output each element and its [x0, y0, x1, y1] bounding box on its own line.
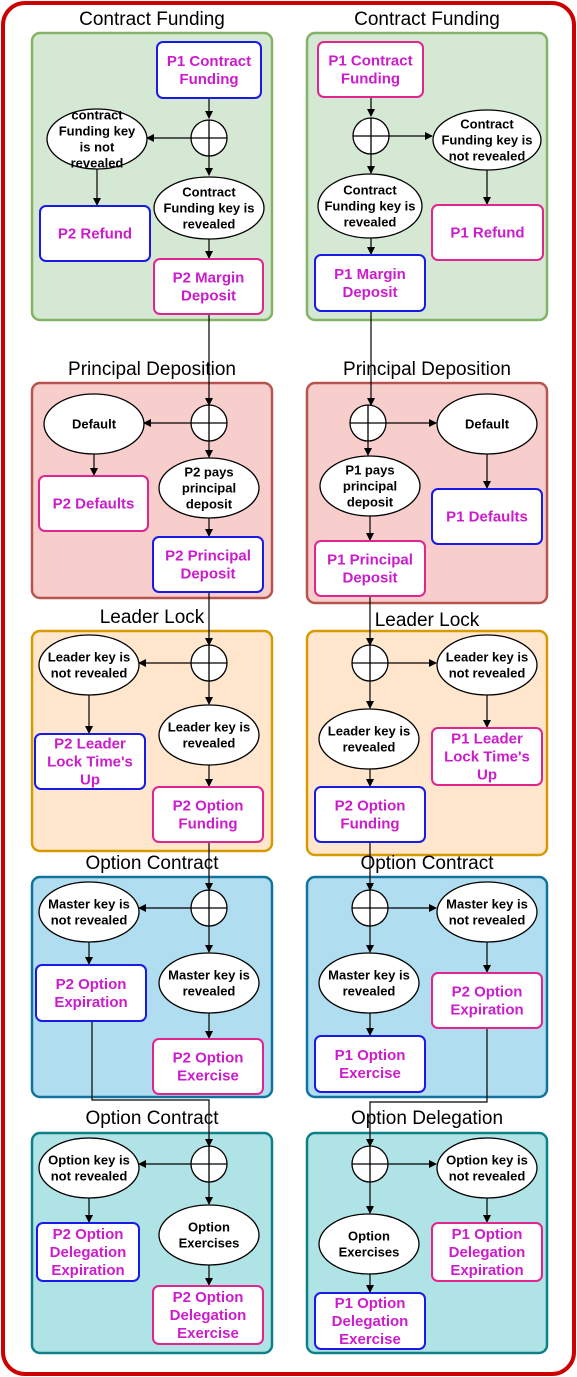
right-option-not-revealed-node — [436, 881, 538, 943]
left-leader-timeup-box — [34, 733, 146, 790]
left-delegation-exercises-node — [158, 1204, 260, 1266]
left-option-expiration-box — [35, 964, 147, 1022]
right-option-revealed-node — [318, 952, 420, 1014]
right-principal-deposit-box — [314, 540, 426, 597]
left-funding-revealed-node — [153, 176, 265, 240]
left-principal-default-node-label: Default — [72, 416, 117, 431]
left-funding-deposit-box — [153, 258, 264, 315]
right-funding-deposit-box — [314, 254, 426, 312]
left-funding-panel-title: Contract Funding — [79, 9, 225, 30]
left-leader-panel-title: Leader Lock — [100, 607, 205, 628]
left-delegation-panel-title: Option Contract — [85, 1108, 219, 1129]
left-principal-defaults-box — [38, 475, 149, 532]
left-principal-default-node — [43, 393, 145, 455]
left-option-revealed-node — [158, 952, 260, 1014]
right-principal-default-node-label: Default — [465, 416, 510, 431]
right-delegation-edge-in — [366, 1028, 488, 1147]
right-delegation-exercise-box — [314, 1292, 426, 1350]
left-option-exercise-box — [152, 1038, 264, 1095]
right-option-expiration-box — [431, 972, 543, 1029]
left-principal-defaults-box-label: P2 Defaults — [53, 495, 135, 512]
left-funding-start-box — [156, 41, 262, 99]
left-leader-revealed-node — [158, 704, 260, 766]
right-funding-refund-box-label: P1 Refund — [450, 224, 524, 241]
right-funding-not-revealed-node — [432, 109, 542, 171]
right-funding-refund-box — [431, 204, 544, 261]
left-delegation-exercise-box — [152, 1285, 264, 1345]
left-leader-not-revealed-node — [38, 634, 140, 696]
left-funding-refund-box-label: P2 Refund — [58, 225, 132, 242]
right-delegation-exercises-node — [318, 1213, 420, 1275]
left-principal-panel-title: Principal Deposition — [68, 359, 236, 380]
right-funding-revealed-node — [317, 173, 423, 239]
left-option-panel-title: Option Contract — [85, 853, 219, 874]
right-leader-funding-box — [314, 786, 426, 843]
right-leader-timeup-box — [431, 727, 543, 786]
left-delegation-expiration-box — [36, 1222, 140, 1282]
right-principal-panel-title: Principal Deposition — [343, 359, 511, 380]
left-principal-deposit-box — [152, 536, 264, 593]
left-option-not-revealed-node — [38, 881, 140, 943]
left-leader-funding-box — [152, 786, 264, 843]
right-leader-revealed-node — [318, 708, 420, 770]
right-funding-start-box — [317, 41, 424, 98]
right-principal-default-node — [436, 393, 538, 455]
right-delegation-panel-title: Option Delegation — [351, 1108, 503, 1129]
right-principal-pays-node — [319, 455, 421, 517]
right-option-exercise-box — [314, 1035, 426, 1093]
right-principal-defaults-box — [431, 488, 543, 545]
right-delegation-not-revealed-node — [436, 1137, 538, 1199]
right-principal-defaults-box-label: P1 Defaults — [446, 508, 528, 525]
left-funding-not-revealed-node — [46, 108, 148, 170]
right-funding-panel-title: Contract Funding — [354, 9, 500, 30]
right-leader-not-revealed-node — [436, 634, 538, 696]
left-delegation-edge-in — [91, 1021, 213, 1147]
left-funding-refund-box — [39, 205, 151, 262]
right-option-panel-title: Option Contract — [360, 853, 494, 874]
right-delegation-expiration-box — [431, 1222, 543, 1282]
right-leader-panel-title: Leader Lock — [375, 610, 480, 631]
left-principal-pays-node — [158, 457, 260, 519]
left-delegation-not-revealed-node — [38, 1137, 140, 1199]
